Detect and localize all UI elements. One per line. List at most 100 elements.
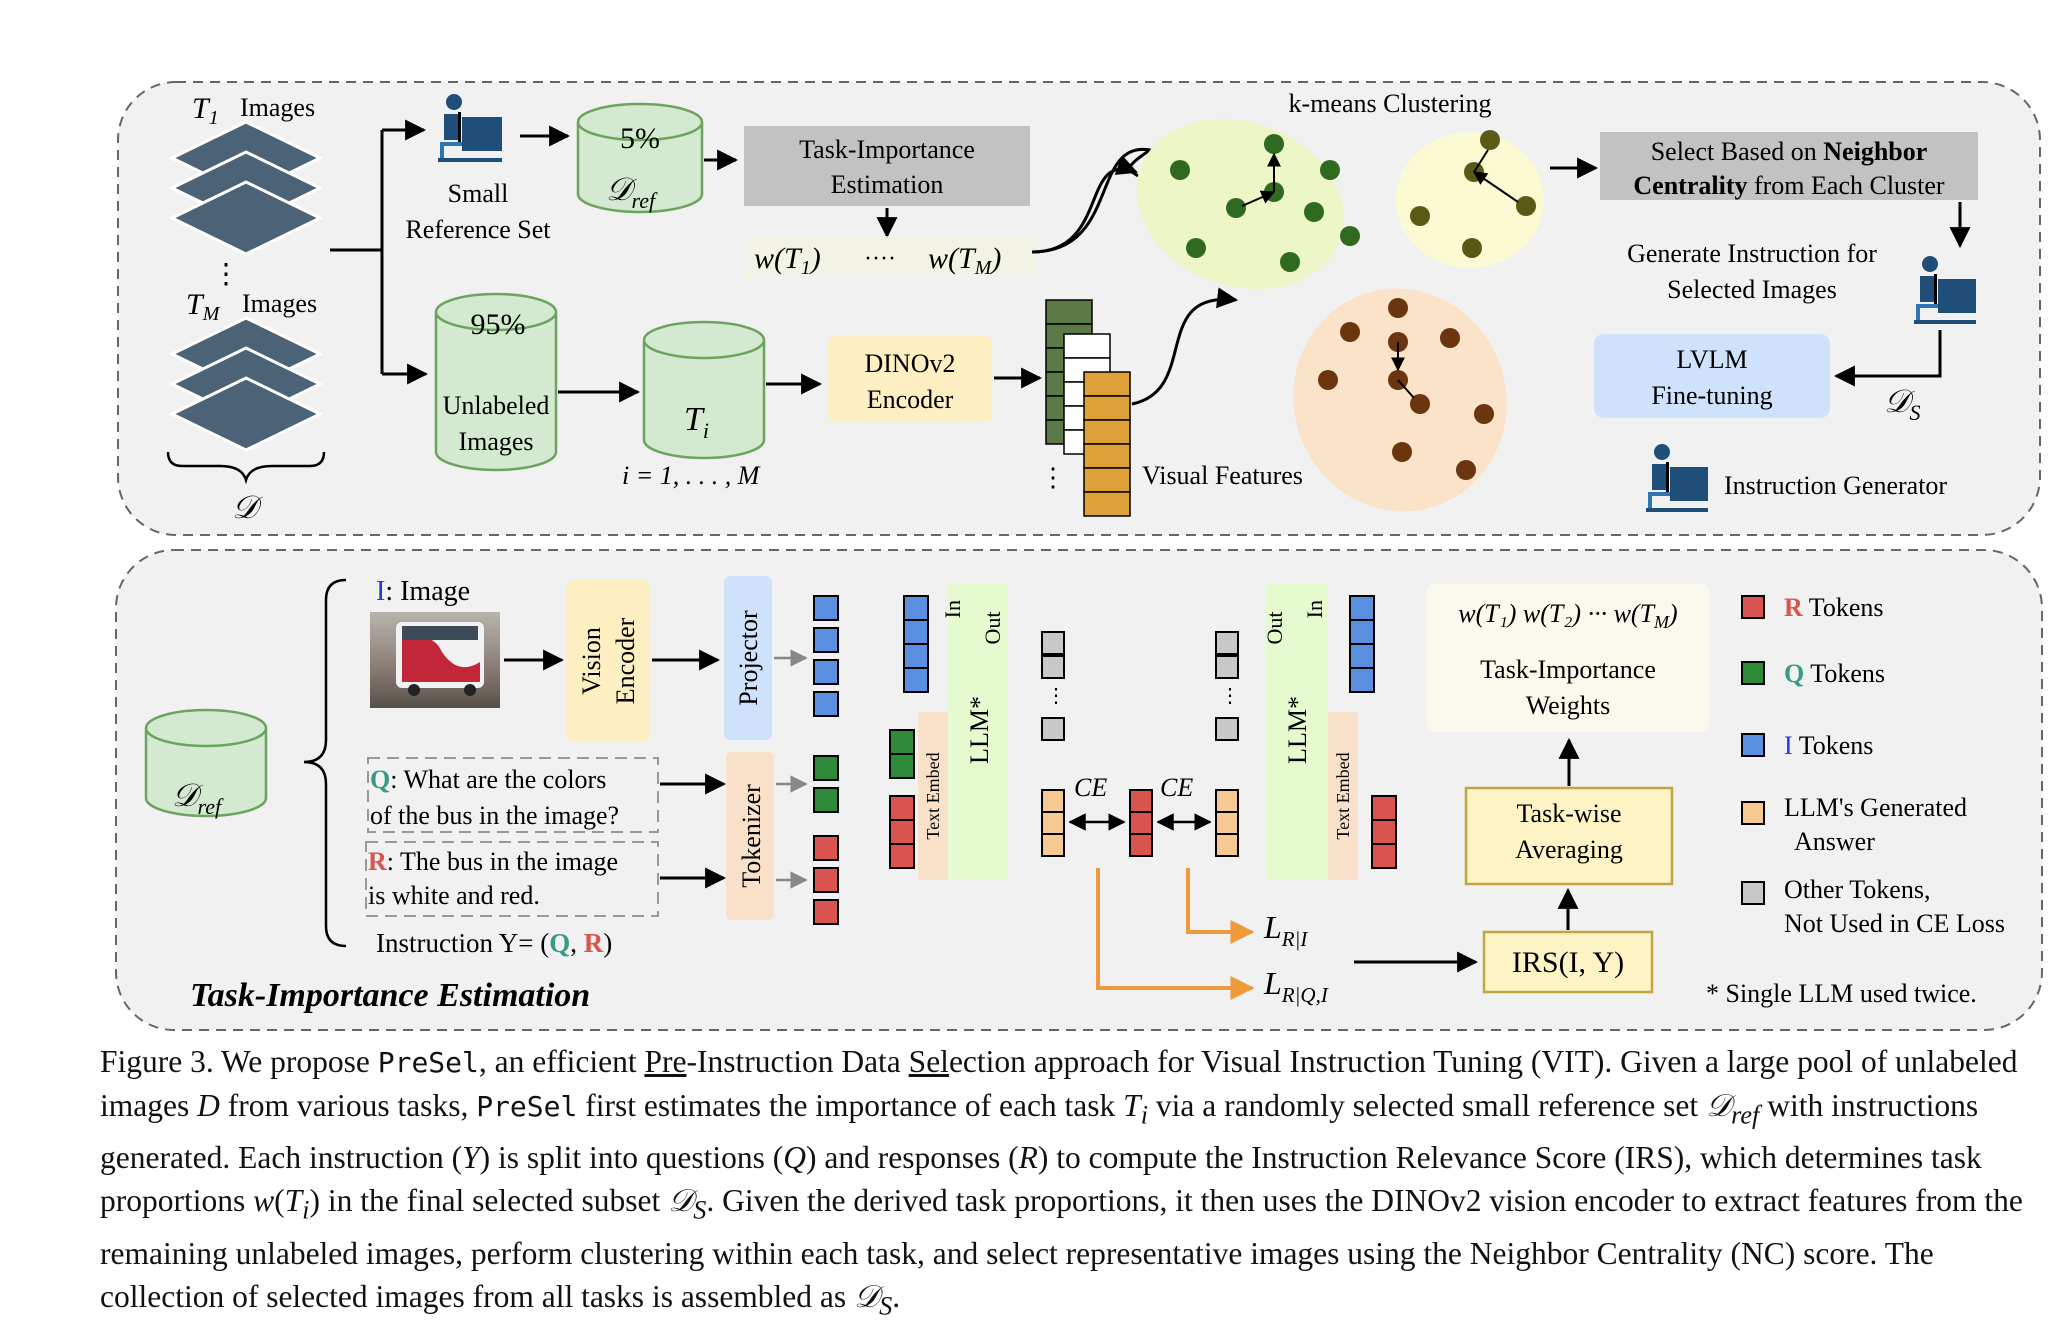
question-line-1: Q: What are the colors	[370, 765, 606, 794]
legend-answer-line-2: Answer	[1794, 827, 1875, 856]
task-importance-weights-box	[1426, 584, 1710, 732]
llm-right-in: In	[1302, 600, 1327, 618]
llm-left-box	[948, 584, 1008, 880]
cluster-yellow-points	[1410, 130, 1536, 258]
legend-swatch-q	[1741, 661, 1765, 685]
task-first-label: T1	[192, 92, 219, 129]
figure-caption: Figure 3. We propose PreSel, an efficien…	[100, 1040, 2040, 1327]
response-line-1: R: The bus in the image	[368, 847, 618, 876]
dino-line-1: DINOv2	[865, 349, 956, 378]
unlabeled-line-1: Unlabeled	[443, 391, 550, 420]
caption-text-2: , an efficient	[478, 1044, 645, 1079]
kmeans-label: k-means Clustering	[1289, 89, 1492, 118]
legend-r-label: R Tokens	[1784, 593, 1884, 622]
caption-text-1: We propose	[213, 1044, 378, 1079]
caption-text-4: ection approach for Visual Instruction T…	[100, 1044, 2018, 1123]
caption-q: Q	[783, 1140, 807, 1176]
text-embed-right	[1328, 712, 1358, 880]
vision-encoder-line-1: Vision	[577, 627, 606, 695]
caption-w-t: T	[284, 1183, 303, 1219]
image-stack-last	[168, 316, 324, 452]
llm-left-output-tokens	[1041, 631, 1065, 857]
caption-text-9: ) is split into questions (	[479, 1140, 784, 1176]
loss-r-i: LR|I	[1263, 909, 1308, 951]
tokenizer-box	[726, 752, 774, 920]
irs-label: IRS(I, Y)	[1512, 946, 1624, 979]
ce-right: CE	[1160, 773, 1193, 802]
weights-line-2: Weights	[1526, 691, 1611, 720]
caption-ds-2: 𝒟	[854, 1278, 880, 1314]
instruction-label: Instruction Y= (Q, R)	[376, 928, 612, 958]
select-line-2: Centrality from Each Cluster	[1633, 171, 1945, 200]
split-arrows	[330, 119, 429, 385]
caption-pre-underlined: Pre	[644, 1044, 687, 1079]
legend-other-line-2: Not Used in CE Loss	[1784, 909, 2005, 938]
caption-dref-sub: ref	[1731, 1100, 1760, 1130]
averaging-line-2: Averaging	[1515, 835, 1623, 864]
cluster-yellow-links	[1472, 149, 1519, 203]
llm-right-image-tokens	[1349, 595, 1375, 693]
llm-left-label: LLM*	[965, 696, 994, 764]
vision-encoder-line-2: Encoder	[611, 617, 640, 704]
bus-photo	[370, 612, 500, 708]
caption-text-13: . Given the derived task proportions, it…	[100, 1183, 2023, 1314]
caption-text-3: -Instruction Data	[686, 1044, 909, 1079]
image-stack-first	[168, 120, 324, 256]
caption-dref: 𝒟	[1706, 1088, 1732, 1123]
footnote: * Single LLM used twice.	[1706, 979, 1977, 1008]
unlabeled-percent: 95%	[471, 308, 526, 341]
question-line-2: of the bus in the image?	[370, 801, 619, 830]
legend-answer-line-1: LLM's Generated	[1784, 793, 1967, 822]
small-ref-label-1: Small	[448, 179, 509, 208]
task-wise-averaging-box	[1464, 786, 1674, 886]
cluster-green-points	[1170, 134, 1360, 272]
question-box	[367, 757, 659, 833]
input-brace	[303, 578, 347, 948]
reference-set-cylinder	[576, 102, 704, 214]
llm-left-image-tokens	[903, 595, 929, 693]
orange-arrow-r-qi	[1096, 868, 1255, 1000]
weight-last: w(TM)	[928, 242, 1001, 279]
caption-figure-label: Figure 3.	[100, 1044, 214, 1079]
dataset-brace	[166, 451, 326, 485]
ti-range: i = 1, . . . , M	[622, 461, 761, 490]
unlabeled-images-cylinder	[434, 292, 558, 472]
cluster-orange-links	[1391, 342, 1415, 399]
vertical-ellipsis: ⋮	[212, 259, 240, 290]
instruction-generator-icon	[1646, 444, 1708, 512]
legend-swatch-i	[1741, 733, 1765, 757]
generate-line-1: Generate Instruction for	[1627, 239, 1877, 268]
image-label: I: Image	[376, 576, 470, 607]
llm-left-text-tokens	[889, 729, 915, 869]
weight-first: w(T1)	[754, 242, 821, 279]
ref-symbol: 𝒟ref	[606, 171, 658, 213]
caption-r: R	[1018, 1140, 1038, 1176]
figure-diagram: T1 Images ⋮ TM Images 𝒟 Small Reference …	[115, 81, 2043, 1031]
text-embed-left	[918, 712, 948, 880]
caption-d: D	[197, 1088, 220, 1123]
generate-line-2: Selected Images	[1667, 275, 1837, 304]
llm-right-out: Out	[1262, 612, 1287, 645]
caption-text-11: ) to compute the Instruction Relevance S…	[100, 1140, 1982, 1219]
caption-text-5: from various tasks,	[219, 1088, 477, 1123]
caption-presel: PreSel	[377, 1046, 479, 1079]
task-importance-box	[744, 126, 1030, 206]
legend-swatch-other	[1741, 881, 1765, 905]
tie-line-1: Task-Importance	[799, 135, 975, 164]
orange-arrow-r-i	[1186, 868, 1255, 944]
cluster-green-links	[1241, 152, 1281, 207]
tie-line-2: Estimation	[831, 170, 944, 199]
task-first-images-word: Images	[240, 93, 315, 122]
caption-w: w	[253, 1183, 275, 1219]
left-output-ellipsis: ⋮	[1046, 685, 1066, 707]
weights-to-clusters	[1031, 155, 1138, 254]
caption-ti-sub: i	[1140, 1100, 1148, 1130]
weights-formula: w(T₁) w(T₂) ··· w(TM)	[1458, 599, 1677, 632]
caption-w-close: )	[309, 1183, 320, 1219]
llm-left-out: Out	[980, 612, 1005, 645]
lvlm-line-2: Fine-tuning	[1651, 381, 1772, 410]
legend-i-label: I Tokens	[1784, 731, 1873, 760]
loss-r-qi: LR|Q,I	[1263, 965, 1329, 1007]
weights-line-1: Task-Importance	[1480, 655, 1656, 684]
instruction-generator-label: Instruction Generator	[1724, 471, 1947, 500]
